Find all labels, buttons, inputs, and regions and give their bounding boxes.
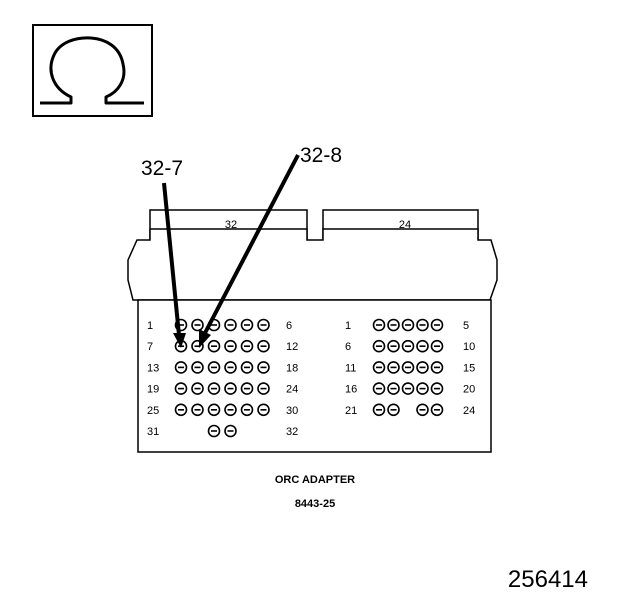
callout-32-8-arrow (199, 154, 300, 348)
right-pin (416, 339, 429, 353)
left-row-end-label: 30 (286, 405, 298, 417)
right-pin (416, 403, 429, 417)
left-pin (191, 382, 204, 395)
right-pin (372, 403, 386, 417)
left-row-start-label: 19 (147, 384, 159, 396)
left-row-end-label: 6 (286, 320, 292, 332)
right-pin (387, 318, 400, 332)
adapter-body (127, 209, 498, 453)
right-pin (416, 382, 429, 395)
left-pin (240, 361, 254, 374)
left-pin (224, 424, 237, 438)
left-pin (224, 339, 237, 353)
left-pin (240, 318, 254, 332)
left-row-end-label: 12 (286, 341, 298, 353)
right-pin (430, 361, 444, 374)
left-pin (224, 403, 237, 417)
left-row-start-label: 1 (147, 320, 153, 332)
callout-32-8-label: 32-8 (300, 144, 342, 167)
adapter-part-number: 8443-25 (295, 498, 335, 510)
connector-24-label: 24 (399, 219, 411, 231)
left-pin (191, 318, 204, 332)
left-pin (174, 382, 188, 395)
right-row-end-label: 10 (463, 341, 475, 353)
figure-number: 256414 (508, 566, 588, 593)
left-pin (191, 403, 204, 417)
right-pin (372, 339, 386, 353)
right-row-start-label: 6 (345, 341, 351, 353)
left-pin (224, 318, 237, 332)
adapter-shoulder (127, 228, 498, 301)
right-pin (401, 382, 415, 395)
right-pin (430, 339, 444, 353)
left-pin (257, 403, 270, 417)
right-pin (387, 361, 400, 374)
left-pin (224, 361, 237, 374)
left-pin (207, 382, 221, 395)
left-row-start-label: 13 (147, 362, 159, 374)
left-row-start-label: 31 (147, 426, 159, 438)
callout-32-7-arrow (162, 182, 186, 348)
left-row-end-label: 24 (286, 384, 298, 396)
left-pin (207, 339, 221, 353)
right-pin (387, 339, 400, 353)
left-row-end-label: 18 (286, 362, 298, 374)
left-pin-block: 1 6 7 12 13 18 19 24 25 30 31 32 (147, 318, 298, 438)
right-row-end-label: 24 (463, 405, 475, 417)
right-pin (387, 403, 400, 417)
right-row-end-label: 5 (463, 320, 469, 332)
left-pin (240, 339, 254, 353)
left-pin (224, 382, 237, 395)
right-row-end-label: 20 (463, 384, 475, 396)
left-row-start-label: 7 (147, 341, 153, 353)
right-pin (416, 318, 429, 332)
left-pin (257, 318, 270, 332)
right-pin (372, 318, 386, 332)
right-row-start-label: 11 (345, 362, 356, 374)
ohm-symbol-box (32, 24, 153, 117)
right-pin (430, 318, 444, 332)
right-pin (416, 361, 429, 374)
adapter-title: ORC ADAPTER (275, 474, 355, 486)
left-pin (191, 361, 204, 374)
left-pin (257, 361, 270, 374)
right-pin (430, 382, 444, 395)
right-pin (372, 382, 386, 395)
right-pin (401, 361, 415, 374)
right-row-start-label: 21 (345, 405, 357, 417)
left-pin (257, 339, 270, 353)
left-pin (174, 403, 188, 417)
connector-32-label: 32 (225, 219, 237, 231)
left-pin (257, 382, 270, 395)
right-row-start-label: 1 (345, 320, 351, 332)
left-pin (174, 361, 188, 374)
right-pin (372, 361, 386, 374)
left-row-start-label: 25 (147, 405, 159, 417)
left-pin (207, 361, 221, 374)
symbol-frame (32, 24, 153, 117)
right-row-start-label: 16 (345, 384, 357, 396)
right-pin (401, 339, 415, 353)
left-pin (207, 424, 221, 438)
left-pin (240, 382, 254, 395)
ohm-icon (40, 36, 144, 105)
callout-32-7-label: 32-7 (141, 157, 183, 180)
left-pin (207, 403, 221, 417)
right-pin (430, 403, 444, 417)
left-row-end-label: 32 (286, 426, 298, 438)
right-pin (387, 382, 400, 395)
left-pin (240, 403, 254, 417)
right-pin (401, 318, 415, 332)
right-row-end-label: 15 (463, 362, 475, 374)
